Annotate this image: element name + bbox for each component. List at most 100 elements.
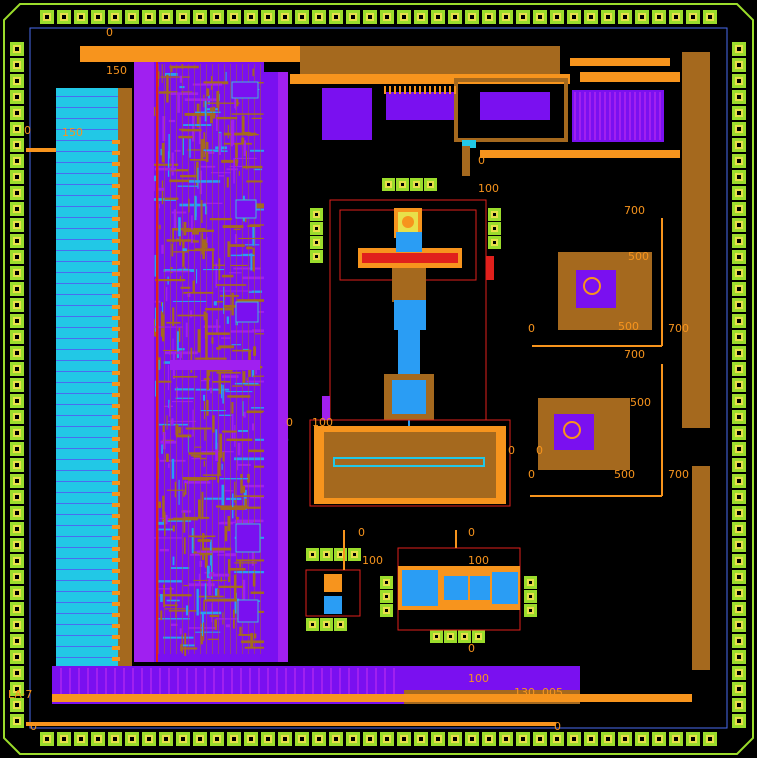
routing-track [188, 64, 189, 654]
word-line [56, 217, 120, 218]
routing-segment [162, 349, 181, 351]
routing-track [236, 64, 237, 654]
routing-segment [204, 428, 206, 441]
io-pad-center [300, 737, 304, 741]
routing-segment [164, 608, 186, 610]
label-500b: 500 [618, 320, 639, 333]
routing-segment [219, 290, 252, 292]
analog-finger [589, 92, 591, 140]
routing-segment [231, 414, 234, 441]
routing-track [242, 64, 243, 654]
periphery-stub [112, 558, 120, 562]
analog-contact [389, 86, 391, 94]
routing-segment [204, 151, 215, 154]
io-pad-center [15, 159, 19, 163]
bus-finger [294, 668, 296, 702]
word-line [56, 283, 120, 284]
word-line [56, 338, 120, 339]
pad-ring-right [732, 42, 746, 728]
io-pad-center [198, 737, 202, 741]
routing-segment [164, 514, 168, 525]
io-pad-center [402, 737, 406, 741]
routing-segment [196, 595, 224, 598]
routing-segment [195, 631, 221, 633]
io-pad-center [334, 15, 338, 19]
word-line [56, 305, 120, 306]
word-line [56, 525, 120, 526]
routing-segment [222, 490, 234, 492]
io-pad-center [317, 737, 321, 741]
io-pad-center [737, 287, 741, 291]
bus-finger [105, 668, 107, 702]
routing-segment [203, 600, 205, 612]
analog-finger [584, 92, 586, 140]
bus-finger [348, 668, 350, 702]
routing-segment [201, 232, 204, 255]
routing-segment [242, 485, 246, 493]
routing-segment [191, 215, 193, 244]
io-pad-center [113, 15, 117, 19]
routing-segment [233, 228, 241, 231]
periphery-stub [112, 382, 120, 386]
bus-finger [330, 668, 332, 702]
io-pad-center [737, 399, 741, 403]
routing-segment [170, 623, 178, 626]
io-pad-center [130, 15, 134, 19]
bus-finger [168, 668, 170, 702]
routing-segment [220, 507, 246, 510]
periphery-stubs [112, 140, 120, 661]
io-pad-center [15, 79, 19, 83]
routing-segment [159, 224, 161, 230]
periphery-stub [112, 239, 120, 243]
routing-segment [188, 180, 221, 183]
routing-segment [176, 331, 179, 358]
periphery-stub [112, 547, 120, 551]
routing-segment [197, 167, 199, 189]
bottom-orange-rail [52, 694, 692, 702]
word-line [56, 107, 120, 108]
periphery-stub [112, 404, 120, 408]
routing-segment [185, 322, 188, 338]
routing-segment [189, 138, 191, 158]
routing-segment [221, 463, 223, 470]
word-line [56, 360, 120, 361]
routing-segment [183, 229, 215, 232]
left-orange-feed [26, 148, 56, 152]
routing-segment [182, 239, 185, 267]
routing-segment [216, 284, 247, 286]
routing-segment [220, 337, 231, 339]
io-pad-center [555, 15, 559, 19]
routing-segment [226, 438, 253, 442]
routing-segment [220, 577, 223, 582]
analog-finger [574, 92, 576, 140]
routing-segment [234, 157, 257, 160]
routing-segment [227, 559, 230, 583]
io-pad-center [15, 335, 19, 339]
io-pad-center [215, 737, 219, 741]
label-700c: 700 [624, 348, 645, 361]
routing-segment [169, 179, 194, 183]
io-pad-center [15, 271, 19, 275]
io-pad-center [62, 15, 66, 19]
label-150a: 150 [106, 64, 127, 77]
routing-track [158, 64, 159, 654]
bus-finger [186, 668, 188, 702]
bus-finger [141, 668, 143, 702]
routing-segment [233, 574, 237, 599]
routing-segment [182, 647, 198, 650]
io-pad-center [623, 737, 627, 741]
routing-segment [168, 518, 178, 521]
routing-segment [166, 74, 169, 103]
routing-track [170, 64, 171, 654]
routing-segment [227, 241, 230, 257]
routing-segment [204, 150, 228, 152]
routing-segment [244, 244, 260, 246]
routing-segment [198, 573, 201, 584]
bus-finger [375, 668, 377, 702]
io-pad-center [15, 431, 19, 435]
routing-segment [167, 420, 197, 422]
periphery-stub [112, 437, 120, 441]
io-pad-center [368, 15, 372, 19]
io-pad-center [436, 15, 440, 19]
